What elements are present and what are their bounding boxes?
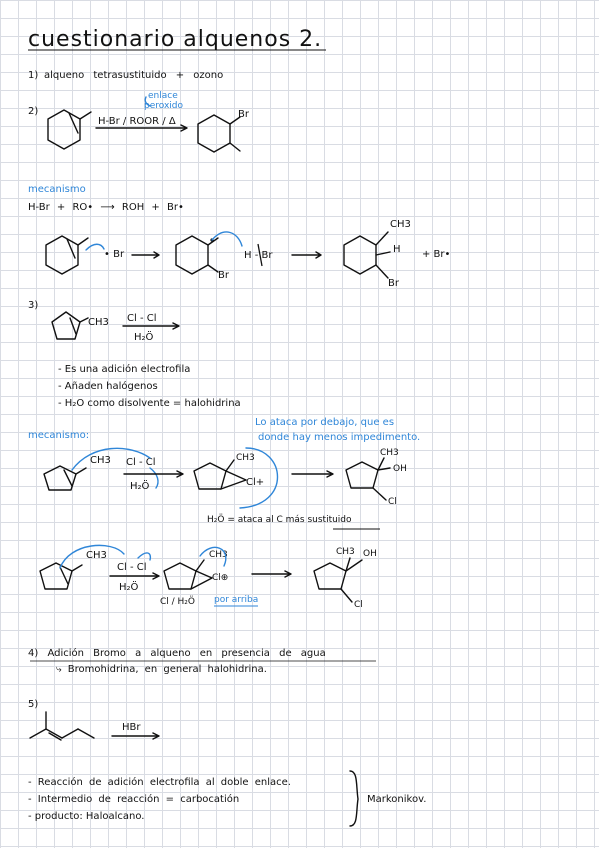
mechanism-step-1: H-Br + RO• ⟶ ROH + Br• [28, 202, 184, 213]
mechanism-title-3: mecanismo: [28, 430, 90, 441]
question-2-reagent: H-Br / ROOR / Δ [98, 116, 176, 127]
m2-intermediate [163, 559, 213, 590]
m2-attack-arrow [199, 546, 227, 567]
m2-arrow-2 [251, 570, 292, 578]
question-3-reagent-top: Cl - Cl [127, 313, 157, 324]
m2-electron-arrow [85, 243, 105, 251]
question-1-text: alqueno tetrasustituido + ozono [44, 70, 224, 81]
m1-product [345, 457, 391, 501]
q2-annotation-arrow [144, 96, 151, 107]
m2-below-text: Cl / H₂Ö [160, 597, 195, 607]
markonikov-brace [349, 770, 359, 827]
m2-intermediate-ch3: CH3 [209, 550, 228, 560]
question-4-line-1: 4) Adición Bromo a alqueno en presencia … [28, 648, 326, 659]
m1-reactant [43, 465, 87, 491]
m1-intermediate-cl: Cl+ [246, 477, 265, 488]
m2-reactant [39, 562, 83, 590]
mechanism-br-substituent: Br [218, 270, 229, 281]
m2-product [313, 557, 363, 603]
question-3-ch3: CH3 [88, 317, 109, 328]
m1-reagent-bottom: H₂Ö [130, 481, 150, 492]
q2-reaction-arrow [95, 124, 188, 132]
note-line-2: donde hay menos impedimento. [258, 432, 421, 443]
question-5-bullet-2: - Intermedio de reacción = carbocatión [28, 794, 240, 805]
question-1-number: 1) [28, 70, 39, 81]
m1-intermediate [193, 459, 247, 490]
m2-final-product [343, 231, 391, 279]
m1-reaction-arrow [123, 470, 184, 478]
mechanism-plus-br-radical: + Br• [422, 249, 451, 260]
m1-product-cl: Cl [388, 497, 397, 507]
q2-product-molecule [197, 114, 241, 153]
mechanism-h-br: H - Br [244, 250, 273, 261]
question-5-bullet-3: - producto: Haloalcano. [28, 811, 145, 822]
m1-reagent-top: Cl - Cl [126, 457, 156, 468]
question-4-line-2: ⤷ Bromohidrina, en general halohidrina. [56, 664, 267, 675]
m2-electron-arrow-2 [137, 552, 152, 561]
m2-product-cl: Cl [354, 600, 363, 610]
question-3-reagent-bottom: H₂Ö [134, 332, 154, 343]
q3-reaction-arrow [122, 322, 180, 330]
mechanism-br-radical: • Br [104, 249, 125, 260]
note-line-1: Lo ataca por debajo, que es [255, 417, 395, 428]
annotation-enlace: enlace [148, 91, 178, 101]
question-2-number: 2) [28, 106, 39, 117]
m2-break-line [257, 243, 263, 267]
m2-reaction-arrow [109, 572, 160, 580]
question-5-bullet-1: - Reacción de adición electrofila al dob… [28, 777, 291, 788]
question-5-reagent: HBr [122, 722, 141, 733]
m2-intermediate-cl: Cl⊕ [212, 573, 229, 583]
m1-arrow-2 [291, 470, 334, 478]
m1-attack-arrow [239, 447, 278, 509]
mechanism-h: H [393, 244, 401, 255]
question-3-bullet-3: - H₂O como disolvente = halohidrina [58, 398, 241, 409]
m2-reagent-top: Cl - Cl [117, 562, 147, 573]
m1-ch3: CH3 [90, 455, 111, 466]
m1-intermediate-ch3: CH3 [236, 453, 255, 463]
question-3-number: 3) [28, 300, 39, 311]
q5-alkene [29, 711, 95, 741]
page-title: cuestionario alquenos 2. [28, 27, 323, 52]
m2-alkene [45, 235, 89, 275]
m1-product-ch3: CH3 [380, 448, 399, 458]
m2-arrow-1 [131, 251, 160, 259]
q5-reaction-arrow [111, 732, 160, 740]
question-3-bullet-1: - Es una adición electrofila [58, 364, 191, 375]
question-3-bullet-2: - Añaden halógenos [58, 381, 158, 392]
m1-electron-arrow-2 [149, 467, 159, 489]
q3-reactant-molecule [51, 311, 89, 340]
m1-product-oh: OH [393, 464, 407, 474]
question-2-product-br: Br [238, 109, 249, 120]
m2-arrow-2 [291, 251, 322, 259]
markonikov-label: Markonikov. [367, 794, 427, 805]
m2-product-oh: OH [363, 549, 377, 559]
m2-electron-arrow-1 [59, 544, 125, 569]
m2-below-blue-text: por arriba [214, 595, 259, 605]
m2-reagent-bottom: H₂Ö [119, 582, 139, 593]
m2-ch3: CH3 [86, 550, 107, 561]
m1-electron-arrow-1 [71, 447, 151, 471]
annotation-peroxido: peroxido [144, 101, 184, 111]
mechanism-title-2: mecanismo [28, 184, 86, 195]
m1-note: H₂Ö = ataca al C más sustituido [207, 515, 352, 525]
m2-product-ch3: CH3 [336, 547, 355, 557]
question-5-number: 5) [28, 699, 39, 710]
m2-radical-arrow [211, 231, 243, 247]
mechanism-br-final: Br [388, 278, 399, 289]
q2-reactant-molecule [47, 109, 92, 150]
mechanism-ch3: CH3 [390, 219, 411, 230]
m2-radical-intermediate [175, 235, 219, 275]
